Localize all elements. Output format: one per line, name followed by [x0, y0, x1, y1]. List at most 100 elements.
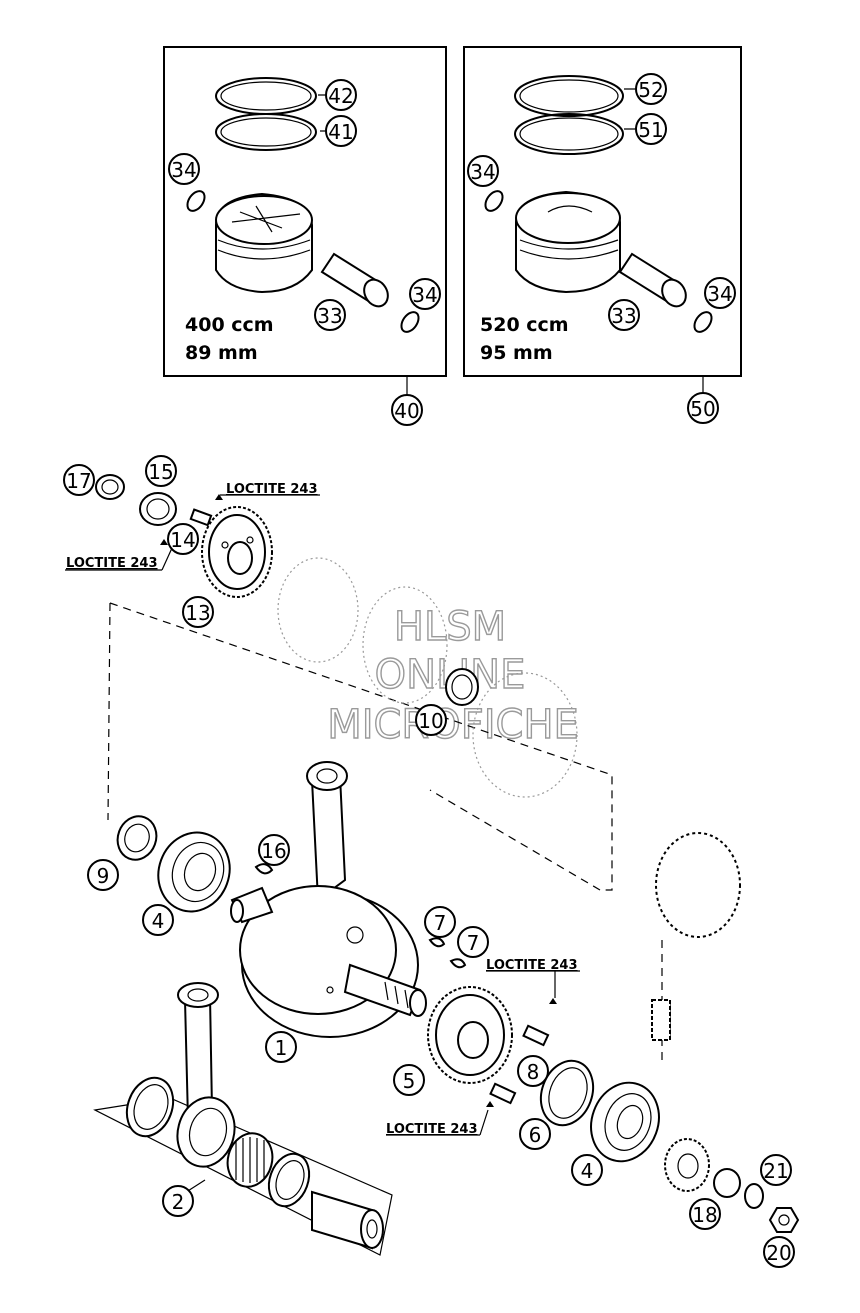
callout-17: 17 [63, 464, 95, 496]
callout-50: 50 [687, 392, 719, 424]
callout-33: 33 [314, 299, 346, 331]
svg-text:52: 52 [638, 78, 663, 102]
callout-15: 15 [145, 455, 177, 487]
svg-text:16: 16 [261, 839, 286, 863]
callout-33: 33 [608, 299, 640, 331]
loctite-label: LOCTITE 243 [486, 958, 578, 973]
svg-text:9: 9 [97, 864, 110, 888]
svg-text:20: 20 [766, 1241, 791, 1265]
loctite-drop [215, 494, 223, 500]
watermark-line-3: MICROFICHE [327, 702, 579, 748]
callout-2: 2 [162, 1185, 194, 1217]
spec-bore-520: 95 mm [480, 342, 553, 364]
callout-34: 34 [704, 277, 736, 309]
balancer-gear [201, 506, 273, 598]
gear-screw [486, 998, 557, 1107]
svg-text:33: 33 [317, 304, 342, 328]
crankshaft-assembly [230, 761, 467, 1038]
callout-16: 16 [258, 834, 290, 866]
washer-21 [744, 1183, 764, 1209]
balancer-screw [189, 508, 213, 527]
callout-6: 6 [519, 1118, 551, 1150]
loctite-label: LOCTITE 243 [66, 556, 158, 571]
svg-text:17: 17 [66, 469, 91, 493]
svg-text:15: 15 [148, 460, 173, 484]
callout-40: 40 [391, 394, 423, 426]
piston-kit-400: 400 ccm 89 mm [163, 46, 447, 396]
balancer-bearing [139, 492, 177, 526]
spec-bore-400: 89 mm [185, 342, 258, 364]
callout-1: 1 [265, 1031, 297, 1063]
callout-42: 42 [325, 79, 357, 111]
shaft-seal [95, 474, 125, 500]
main-bearing-right [590, 1081, 660, 1163]
svg-text:50: 50 [690, 397, 715, 421]
svg-text:13: 13 [185, 601, 210, 625]
callout-34: 34 [409, 278, 441, 310]
loctite-label: LOCTITE 243 [386, 1122, 478, 1137]
main-bearing-left [157, 831, 231, 913]
callout-9: 9 [87, 859, 119, 891]
nut-20 [768, 1207, 800, 1233]
svg-text:34: 34 [470, 160, 495, 184]
svg-text:4: 4 [581, 1159, 594, 1183]
key-b [449, 958, 467, 969]
piston-kit-520: 520 ccm 95 mm [463, 46, 742, 396]
loctite-drop [160, 539, 168, 545]
svg-text:7: 7 [467, 931, 480, 955]
callout-8: 8 [517, 1055, 549, 1087]
svg-text:34: 34 [412, 283, 437, 307]
circlip-right [400, 311, 420, 333]
svg-text:42: 42 [328, 84, 353, 108]
callout-34: 34 [168, 153, 200, 185]
svg-text:18: 18 [692, 1203, 717, 1227]
callout-13: 13 [182, 596, 214, 628]
crank-seal [116, 815, 158, 861]
svg-text:5: 5 [403, 1069, 416, 1093]
callout-10: 10 [415, 704, 447, 736]
conrod-kit [93, 982, 393, 1256]
balancer-group [95, 474, 479, 706]
svg-text:1: 1 [275, 1036, 288, 1060]
watermark: HLSM ONLINE MICROFICHE [326, 603, 579, 748]
svg-text:2: 2 [172, 1190, 185, 1214]
callout-5: 5 [393, 1064, 425, 1096]
svg-text:40: 40 [394, 399, 419, 423]
timing-sprocket [651, 832, 741, 1041]
svg-text:21: 21 [763, 1159, 788, 1183]
callout-14: 14 [167, 523, 199, 555]
key-a [428, 937, 446, 948]
callout-20: 20 [763, 1236, 795, 1268]
spec-cc-520: 520 ccm [480, 314, 569, 336]
loctite-label: LOCTITE 243 [226, 482, 318, 497]
callout-21: 21 [760, 1154, 792, 1186]
callout-18: 18 [689, 1198, 721, 1230]
callout-7: 7 [424, 906, 456, 938]
callout-4: 4 [142, 904, 174, 936]
svg-text:6: 6 [529, 1123, 542, 1147]
callout-34: 34 [467, 155, 499, 187]
callout-52: 52 [635, 73, 667, 105]
svg-text:7: 7 [434, 911, 447, 935]
washer-18 [713, 1168, 741, 1198]
svg-text:8: 8 [527, 1060, 540, 1084]
small-sprocket [664, 1138, 710, 1192]
svg-text:34: 34 [171, 158, 196, 182]
callout-4: 4 [571, 1154, 603, 1186]
callout-51: 51 [635, 113, 667, 145]
svg-text:51: 51 [638, 118, 663, 142]
ghost-gears [277, 557, 578, 798]
piston-400 [215, 192, 313, 294]
needle-bearing-small [445, 668, 479, 706]
woodruff-key [254, 863, 274, 875]
piston-520 [515, 190, 621, 294]
circlip-left [186, 190, 206, 212]
svg-text:4: 4 [152, 909, 165, 933]
callout-7: 7 [457, 926, 489, 958]
svg-text:34: 34 [707, 282, 732, 306]
spec-cc-400: 400 ccm [185, 314, 274, 336]
callout-41: 41 [325, 115, 357, 147]
svg-text:41: 41 [328, 120, 353, 144]
svg-text:14: 14 [170, 528, 195, 552]
